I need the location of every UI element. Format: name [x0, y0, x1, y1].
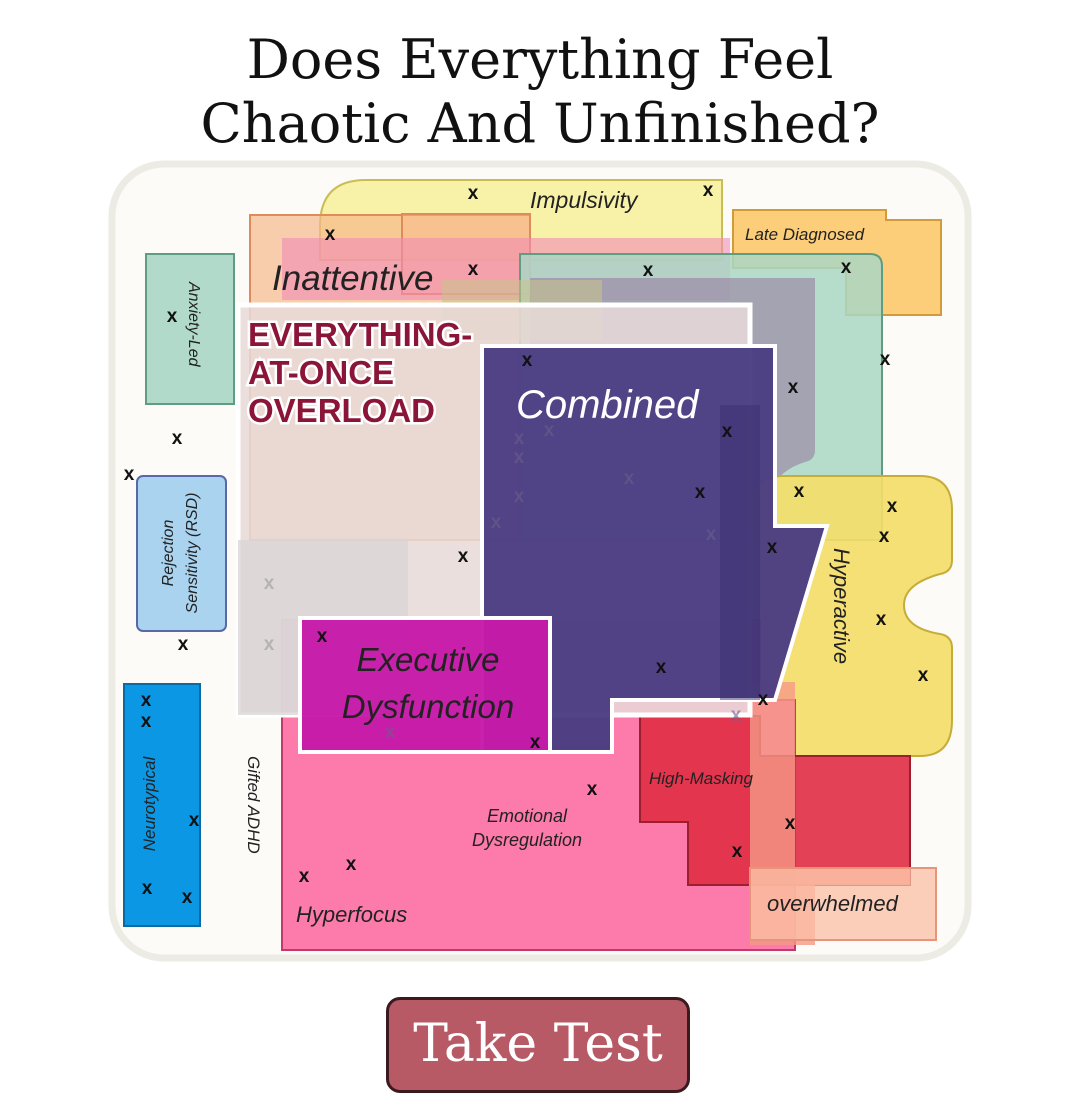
label-late-diagnosed: Late Diagnosed	[745, 225, 865, 244]
mark-faded: x	[514, 428, 525, 449]
marks-faded: x x x x x x x x x x x	[264, 420, 742, 743]
mark-faded: x	[706, 524, 717, 545]
mark: x	[346, 854, 357, 875]
mark: x	[172, 428, 183, 449]
label-rsd-2: Sensitivity (RSD)	[184, 493, 201, 614]
mark: x	[530, 732, 541, 753]
mark: x	[703, 180, 714, 201]
mark: x	[587, 779, 598, 800]
label-gifted-adhd: Gifted ADHD	[244, 756, 263, 854]
label-combined: Combined	[516, 383, 700, 427]
mark-faded: x	[544, 420, 555, 441]
label-anxiety-led: Anxiety-Led	[185, 281, 202, 368]
mark: x	[788, 377, 799, 398]
title-line-1: Does Everything Feel	[246, 28, 834, 91]
mark: x	[468, 259, 479, 280]
label-neurotypical: Neurotypical	[140, 756, 159, 852]
title-line-2: Chaotic And Unfinished?	[200, 92, 880, 155]
region-anxiety-led	[145, 253, 235, 405]
mark: x	[722, 421, 733, 442]
mark: x	[468, 183, 479, 204]
mark: x	[656, 657, 667, 678]
label-overwhelmed: overwhelmed	[767, 891, 899, 916]
mark: x	[182, 887, 193, 908]
label-overload-1: EVERYTHING-	[248, 316, 472, 353]
label-high-masking: High-Masking	[649, 769, 753, 788]
mark-faded: x	[385, 722, 396, 743]
label-rsd-1: Rejection	[160, 520, 177, 587]
mark: x	[918, 665, 929, 686]
mark: x	[178, 634, 189, 655]
mark: x	[880, 349, 891, 370]
mark: x	[758, 689, 769, 710]
mark: x	[876, 609, 887, 630]
region-rsd	[136, 475, 227, 632]
mark: x	[141, 690, 152, 711]
region-combined-shadow	[720, 405, 760, 700]
mark: x	[879, 526, 890, 547]
label-inattentive: Inattentive	[272, 259, 434, 298]
label-executive-1: Executive	[356, 641, 499, 678]
mark: x	[299, 866, 310, 887]
marks-dark: x x x x x x x x x x x x x x x x x x x x …	[124, 180, 929, 908]
mark: x	[317, 626, 328, 647]
mark: x	[732, 841, 743, 862]
take-test-button[interactable]: Take Test	[386, 997, 690, 1093]
page-title: Does Everything Feel Chaotic And Unfinis…	[0, 28, 1080, 156]
mark-faded: x	[514, 486, 525, 507]
label-hyperactive: Hyperactive	[829, 548, 854, 664]
mark: x	[695, 482, 706, 503]
label-executive-2: Dysfunction	[342, 688, 514, 725]
mark: x	[189, 810, 200, 831]
mark-faded: x	[491, 512, 502, 533]
mark: x	[767, 537, 778, 558]
mark: x	[841, 257, 852, 278]
mark: x	[794, 481, 805, 502]
mark: x	[141, 711, 152, 732]
mark: x	[458, 546, 469, 567]
mark-faded: x	[514, 447, 525, 468]
label-impulsivity: Impulsivity	[530, 187, 639, 213]
mark: x	[522, 350, 533, 371]
mark: x	[124, 464, 135, 485]
mark: x	[785, 813, 796, 834]
label-overload-3: OVERLOAD	[248, 392, 435, 429]
mark: x	[325, 224, 336, 245]
label-hyperfocus: Hyperfocus	[296, 902, 407, 927]
label-emotional-1: Emotional	[487, 806, 568, 826]
mark-faded: x	[624, 468, 635, 489]
region-overwhelmed	[749, 867, 937, 941]
label-overload-2: AT-ONCE	[248, 354, 394, 391]
mark-faded: x	[264, 573, 275, 594]
mark-faded: x	[264, 634, 275, 655]
region-executive-dysfunction	[298, 616, 552, 754]
mark: x	[887, 496, 898, 517]
mark-faded: x	[731, 705, 742, 726]
mark: x	[643, 260, 654, 281]
mark: x	[142, 878, 153, 899]
mark: x	[167, 306, 178, 327]
region-neurotypical	[123, 683, 201, 927]
label-emotional-2: Dysregulation	[472, 830, 582, 850]
